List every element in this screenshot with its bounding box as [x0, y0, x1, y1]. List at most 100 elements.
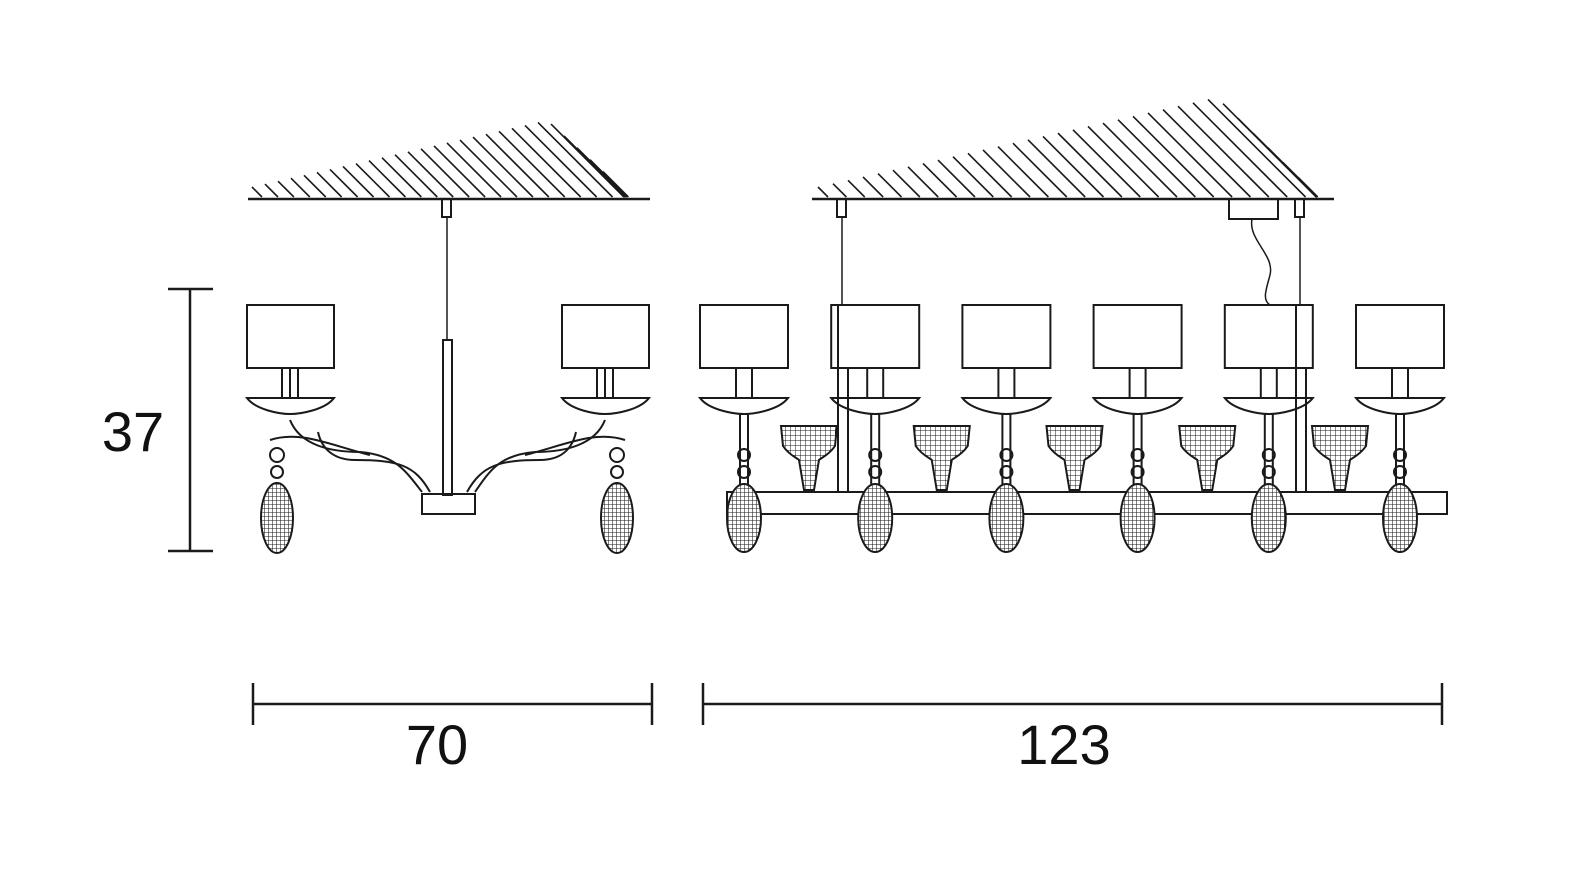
front-lamp	[960, 304, 1053, 553]
crystal-drop	[1382, 483, 1418, 553]
hatch-line	[1072, 129, 1141, 198]
crystal-bead	[737, 448, 751, 462]
candle-cup	[829, 397, 922, 416]
hatch-line	[1147, 112, 1233, 198]
hatch-line	[1087, 125, 1160, 198]
hatch-line	[1162, 108, 1252, 198]
hatch-line	[303, 174, 327, 198]
hatch-line	[433, 145, 486, 198]
side-width-dimension	[251, 683, 654, 725]
hatch-line	[381, 157, 422, 198]
front-lamp	[1353, 304, 1447, 553]
hatch-line	[832, 183, 847, 198]
front-view	[697, 98, 1448, 553]
hatch-line	[368, 160, 406, 198]
hatch-line	[511, 127, 582, 198]
hatch-line	[952, 156, 994, 198]
crystal-bead	[270, 465, 284, 479]
ceiling-hatch	[248, 121, 650, 201]
front-lamp	[1222, 304, 1315, 553]
lamp-shade	[961, 304, 1052, 369]
lamp-shade	[1223, 304, 1314, 369]
crystal-bead	[1261, 465, 1276, 479]
hatch-line	[1177, 105, 1270, 198]
crystal-bead	[1393, 448, 1407, 462]
ceiling-canopy	[1228, 198, 1279, 220]
lamp-post	[1132, 413, 1143, 495]
crystal-bead	[999, 448, 1014, 462]
candle-cup	[559, 397, 652, 416]
hatch-line	[1057, 132, 1123, 198]
hatch-line	[847, 179, 866, 198]
hatch-line	[997, 146, 1049, 198]
arm-right-bobeche	[524, 435, 626, 456]
glass-cup	[779, 425, 839, 491]
arm-right	[474, 419, 606, 493]
front-lamp	[1091, 304, 1184, 553]
cup-body	[1045, 425, 1104, 491]
crystal-drop	[726, 483, 762, 553]
hatch-line	[982, 149, 1031, 198]
hatch-line	[537, 121, 614, 198]
hatch-line	[277, 180, 295, 198]
lamp-shade	[246, 304, 335, 369]
hatch-line	[420, 148, 470, 198]
hatch-line	[355, 162, 391, 198]
cup-body	[779, 425, 839, 491]
hatch-line	[602, 171, 629, 198]
hatch-line	[862, 176, 884, 198]
hatch-line	[892, 169, 921, 198]
front-lamp	[829, 304, 922, 553]
hatch-line	[316, 171, 343, 198]
candle-cup	[960, 397, 1053, 416]
horizontal-bar	[726, 491, 1448, 515]
candle-cup	[1353, 397, 1447, 416]
hatch-line	[472, 136, 534, 198]
front-width-label: 123	[1017, 713, 1110, 776]
lamp-shade	[830, 304, 921, 369]
center-base	[421, 493, 476, 515]
hatch-line	[264, 183, 279, 198]
hatch-line	[967, 152, 1013, 198]
hatch-line	[922, 162, 958, 198]
lamp-post	[739, 413, 749, 495]
front-lamp	[697, 304, 791, 553]
crystal-drop	[988, 483, 1025, 553]
candle-cup	[1222, 397, 1315, 416]
cup-body	[1178, 425, 1237, 491]
arm-left-bobeche	[269, 435, 371, 456]
cup-body	[1310, 425, 1370, 491]
crystal-bead	[1130, 448, 1145, 462]
hatch-line	[1042, 135, 1105, 198]
crystal-drop	[600, 482, 634, 554]
hatch-line	[407, 151, 454, 198]
hatch-line	[394, 154, 438, 198]
crystal-bead	[1130, 465, 1145, 479]
ceiling-hatch	[812, 98, 1334, 201]
hatch-line	[1207, 98, 1307, 198]
hatch-line	[498, 130, 566, 198]
lamp-shade	[1092, 304, 1183, 369]
glass-cup	[912, 425, 971, 491]
hatch-line	[937, 159, 976, 198]
glass-cup	[1045, 425, 1104, 491]
hatch-line	[290, 177, 311, 198]
side-lamp-right	[559, 304, 652, 554]
crystal-bead	[737, 465, 751, 479]
hatch-line	[817, 186, 829, 198]
lamp-post	[1263, 413, 1274, 495]
ceiling-hook-left	[836, 198, 847, 218]
lamp-shade	[1355, 304, 1445, 369]
crystal-bead	[269, 447, 285, 463]
height-label: 37	[102, 400, 164, 463]
hatch-line	[1297, 176, 1319, 198]
hatch-line	[1102, 122, 1178, 198]
hatch-line	[1132, 115, 1215, 198]
lamp-post	[1001, 413, 1012, 495]
crystal-drop	[1250, 483, 1287, 553]
crystal-bead	[868, 465, 883, 479]
glass-cup	[1310, 425, 1370, 491]
candle-cup	[697, 397, 791, 416]
front-width-dimension	[701, 683, 1444, 725]
